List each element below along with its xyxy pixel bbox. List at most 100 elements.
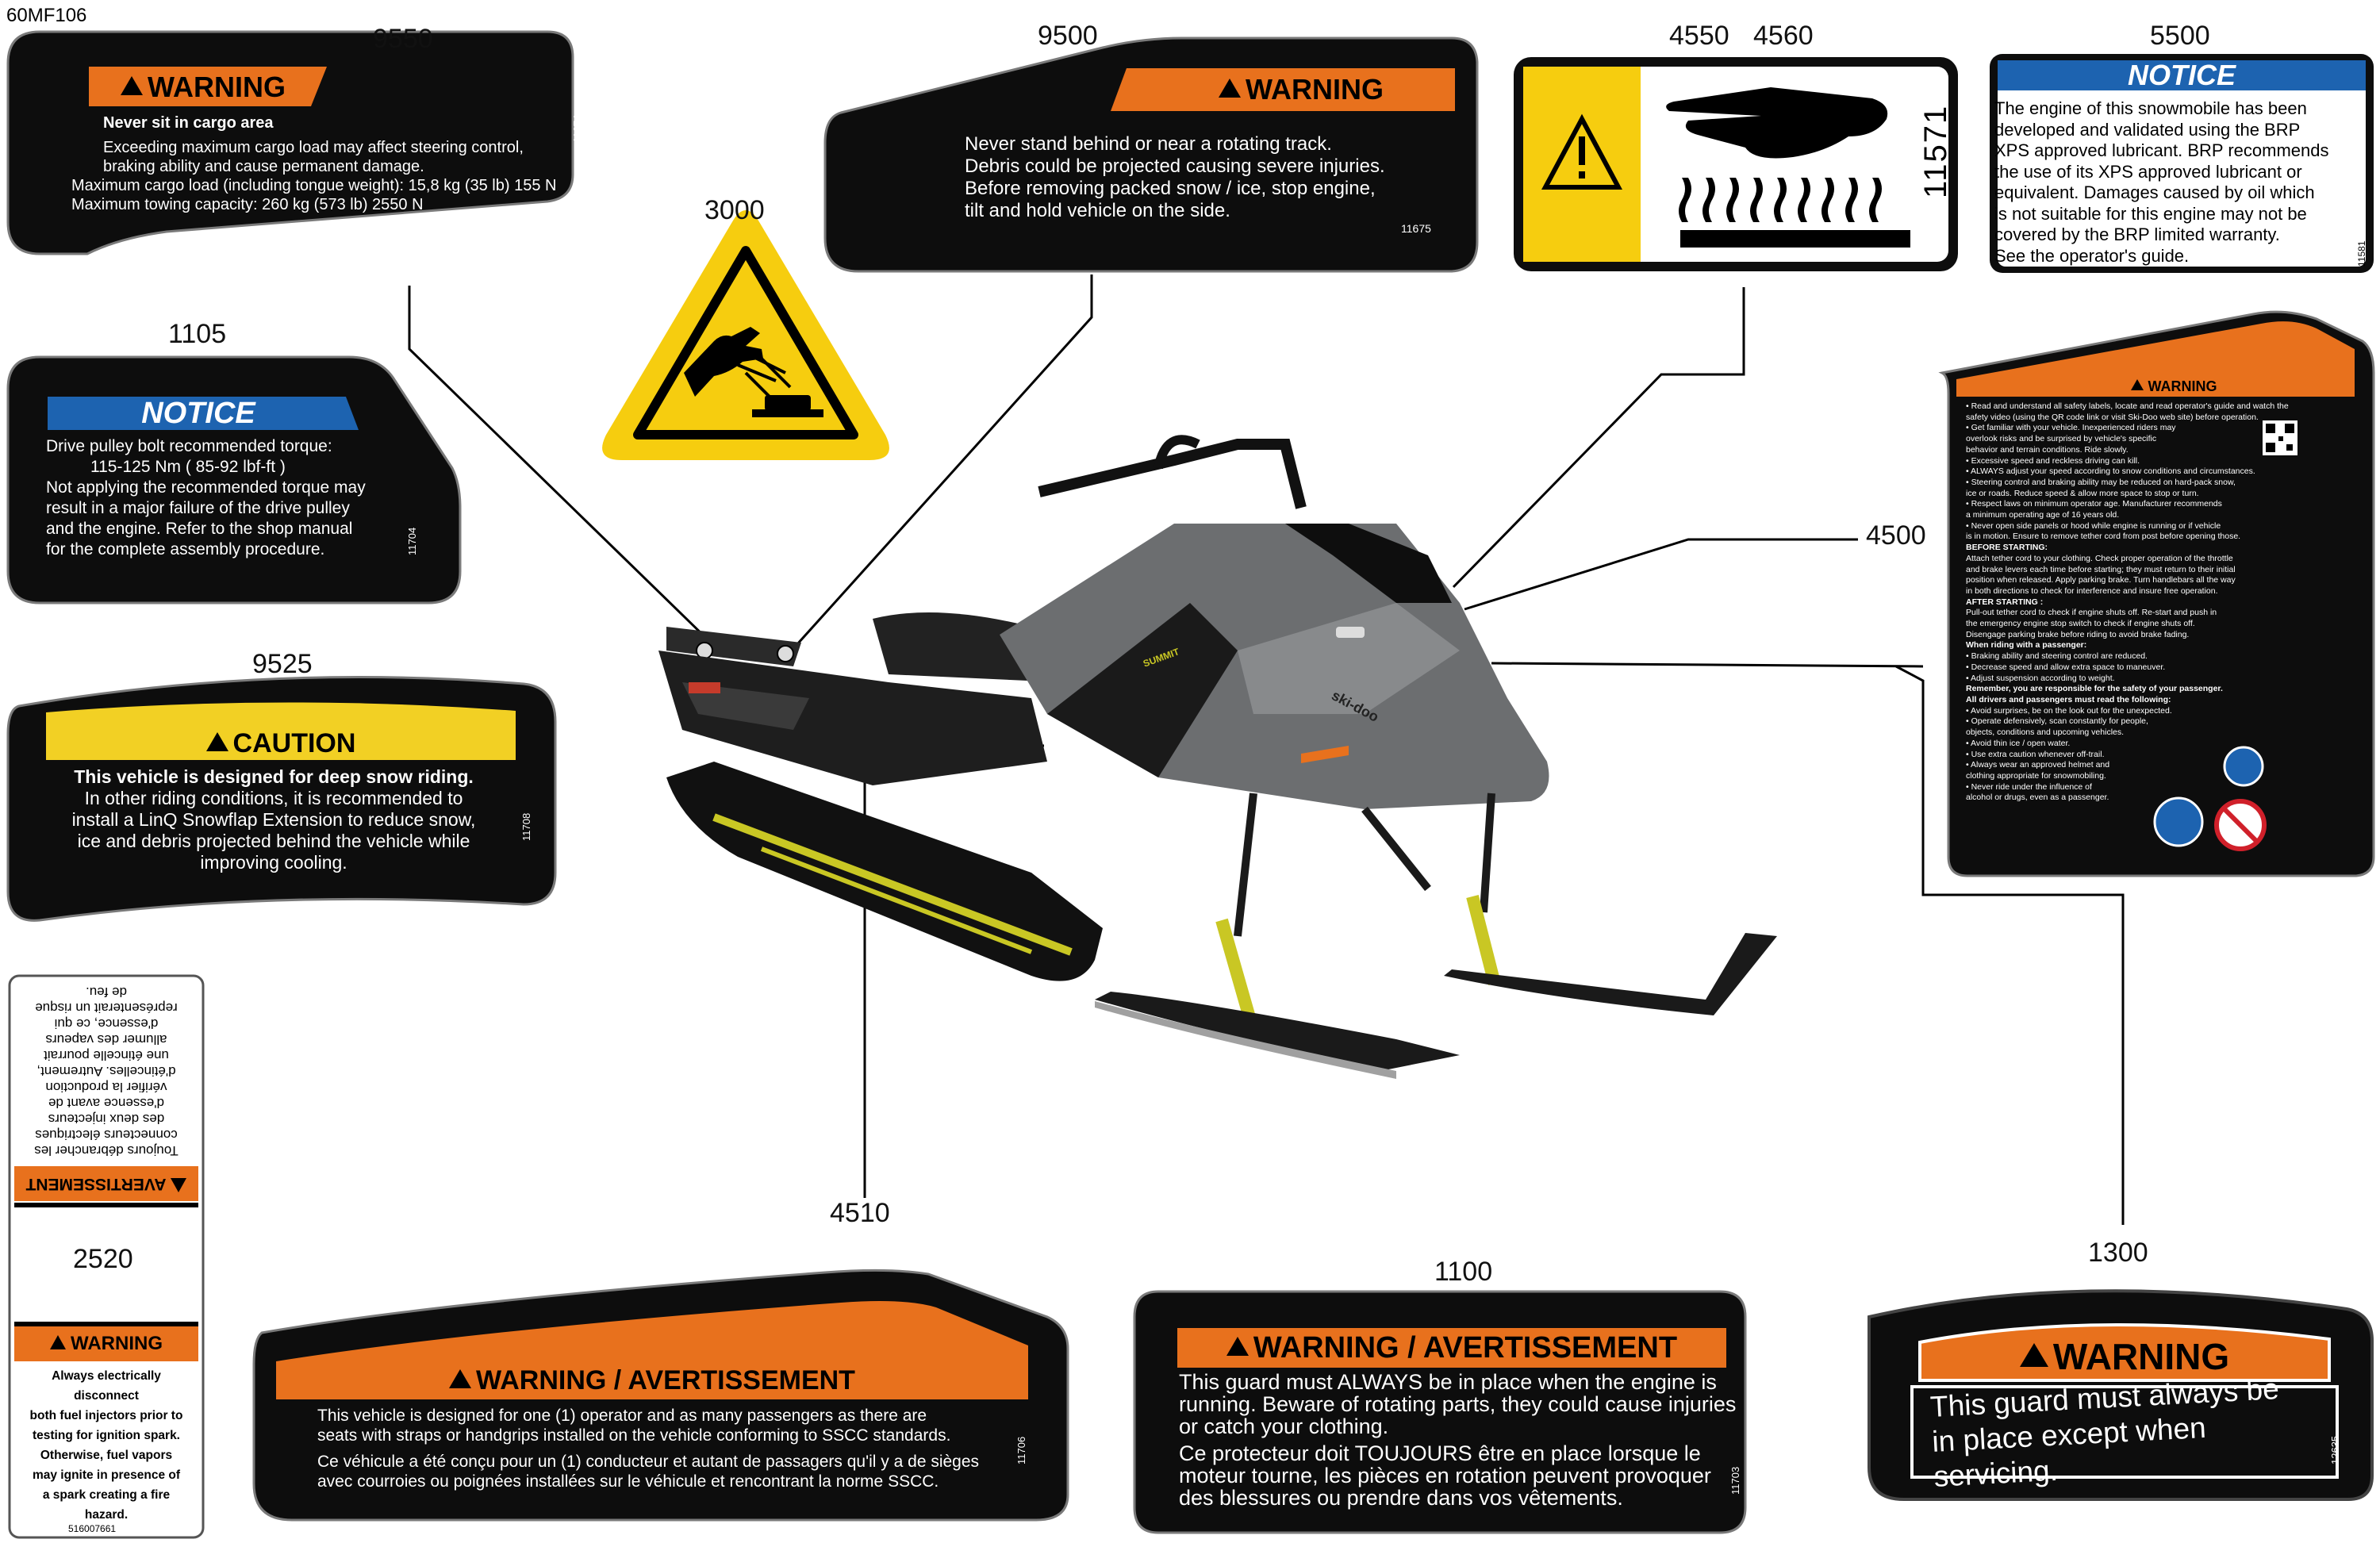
decal-5500-line: See the operator's guide. xyxy=(1994,245,2190,266)
wear-gear-icon xyxy=(2153,796,2204,847)
decal-1105-line: Not applying the recommended torque may xyxy=(46,478,366,497)
decal-4500-line: • Operate defensively, scan constantly f… xyxy=(1966,716,2148,727)
decal-4500-line: • Avoid thin ice / open water. xyxy=(1966,738,2071,748)
decal-9550-header: WARNING xyxy=(92,70,314,105)
decal-5500-line: developed and validated using the BRP xyxy=(1994,119,2301,140)
decal-4500-line: • Excessive speed and reckless driving c… xyxy=(1966,455,2140,466)
decal-1100-header: WARNING / AVERTISSEMENT xyxy=(1177,1328,1726,1368)
callout-4550: 4550 xyxy=(1669,21,1729,51)
decal-2520-fr-line: une étincelle pourrait xyxy=(44,1048,169,1063)
decal-9550-title: Never sit in cargo area xyxy=(103,114,274,132)
decal-4500-line: Attach tether cord to your clothing. Che… xyxy=(1966,553,2233,563)
decal-2520-fr-header: AVERTISSEMENT xyxy=(14,1166,198,1201)
decal-2520-line: a spark creating a fire xyxy=(42,1488,171,1502)
decal-9500-line: Before removing packed snow / ice, stop … xyxy=(965,178,1376,199)
decal-2520-header-bar xyxy=(14,1326,198,1361)
callout-2520: 2520 xyxy=(73,1244,133,1274)
decal-1100-header-label: WARNING / AVERTISSEMENT xyxy=(1253,1330,1678,1365)
decal-2520-line: hazard. xyxy=(84,1508,129,1522)
decal-1100-line: moteur tourne, les pièces en rotation pe… xyxy=(1179,1464,1711,1487)
decal-9550-line: Maximum towing capacity: 260 kg (573 lb)… xyxy=(71,196,424,213)
decal-4510-line: This vehicle is designed for one (1) ope… xyxy=(317,1407,927,1425)
decal-1105-header: NOTICE xyxy=(141,396,255,430)
decal-9500-header: WARNING xyxy=(1150,71,1452,108)
decal-4500-line: Remember, you are responsible for the sa… xyxy=(1966,684,2223,694)
snowmobile-illustration xyxy=(658,435,1777,1079)
decal-4500-body-text: • Read and understand all safety labels,… xyxy=(1966,401,2289,804)
decal-5500-line: the use of its XPS approved lubricant or xyxy=(1994,161,2302,182)
decal-9525-title: This vehicle is designed for deep snow r… xyxy=(74,766,474,787)
decal-1100-body-text: This guard must ALWAYS be in place when … xyxy=(1179,1371,1736,1509)
decal-9525-line: ice and debris projected behind the vehi… xyxy=(77,831,470,851)
decal-4510-header-label: WARNING / AVERTISSEMENT xyxy=(476,1365,855,1395)
decal-2520-fr-line: d'étincelles. Autrement, xyxy=(36,1064,176,1079)
warning-triangle-icon xyxy=(121,76,143,95)
decal-4500-line: • Respect laws on minimum operator age. … xyxy=(1966,499,2222,509)
decal-9550-header-label: WARNING xyxy=(148,71,286,103)
decal-9500-body-text: Never stand behind or near a rotating tr… xyxy=(965,133,1385,222)
decal-9500-line: Debris could be projected causing severe… xyxy=(965,155,1385,177)
decal-9500-line: tilt and hold vehicle on the side. xyxy=(965,200,1230,221)
decal-9525-line: install a LinQ Snowflap Extension to red… xyxy=(71,809,476,830)
decal-1105-header-bar xyxy=(48,397,359,430)
decal-9500-code: 11675 xyxy=(1401,222,1431,235)
decal-4500-header-bar xyxy=(1956,321,2355,397)
decal-9550-header-bar xyxy=(89,67,327,106)
decal-2520-fr-header-bar xyxy=(14,1166,198,1201)
decal-2520-code: 516007661 xyxy=(68,1523,117,1534)
decal-4500-header: WARNING xyxy=(2079,374,2269,398)
decal-9525-header: CAUTION xyxy=(46,727,516,760)
decal-5500-header: NOTICE xyxy=(2127,59,2236,91)
document-id: 60MF106 xyxy=(6,5,87,26)
decal-1300-header-label: WARNING xyxy=(2052,1336,2230,1377)
decal-2520-fr-header-label: AVERTISSEMENT xyxy=(25,1175,167,1193)
decal-5500-line: covered by the BRP limited warranty. xyxy=(1994,225,2280,244)
warning-triangle-icon xyxy=(1226,1337,1249,1356)
decal-1105-line: for the complete assembly procedure. xyxy=(46,540,325,558)
warning-triangle-icon xyxy=(2130,379,2144,390)
decal-4500-line: is in motion. Ensure to remove tether co… xyxy=(1966,532,2241,542)
decal-4500-line: • Use extra caution whenever off-trail. xyxy=(1966,749,2105,759)
decal-2520-fr-line: connecteurs électriques xyxy=(35,1127,178,1142)
decal-5500-header-bar xyxy=(1998,60,2366,90)
decal-1300-header: WARNING xyxy=(1920,1333,2329,1380)
hand-injury-pictogram xyxy=(684,327,763,397)
decal-1100-line: running. Beware of rotating parts, they … xyxy=(1179,1392,1737,1416)
decal-1300-code: 12635 xyxy=(2329,1435,2341,1464)
decal-1105-line: result in a major failure of the drive p… xyxy=(46,499,350,517)
warning-triangle-icon xyxy=(449,1369,472,1388)
decal-4500-line: • Steering control and braking ability m… xyxy=(1966,477,2236,487)
decal-4510-body-text: This vehicle is designed for one (1) ope… xyxy=(317,1406,979,1491)
decal-4500-line: • Never open side panels or hood while e… xyxy=(1966,520,2221,531)
decal-1100-header-bar xyxy=(1177,1328,1726,1368)
decal-5500-line: XPS approved lubricant. BRP recommends xyxy=(1994,140,2329,160)
decal-1100-line: or catch your clothing. xyxy=(1179,1414,1389,1438)
decal-5500-line: The engine of this snowmobile has been xyxy=(1994,98,2307,118)
decal-9525-code: 11708 xyxy=(520,812,532,841)
decal-2520-line: both fuel injectors prior to xyxy=(29,1409,183,1422)
callout-5500: 5500 xyxy=(2150,21,2210,51)
decal-4510-code: 11706 xyxy=(1015,1436,1027,1464)
decal-1100-code: 11703 xyxy=(1729,1466,1741,1495)
decal-4500-line: All drivers and passengers must read the… xyxy=(1966,694,2171,704)
decal-2520-line: testing for ignition spark. xyxy=(32,1429,180,1442)
decal-9500-header-bar xyxy=(1111,68,1455,111)
decal-4500-line: When riding with a passenger: xyxy=(1966,640,2087,651)
decal-4500-line: the emergency engine stop switch to chec… xyxy=(1966,619,2195,629)
decal-1105-line: Drive pulley bolt recommended torque: xyxy=(46,437,332,455)
decal-2520-fr-line: allumer des vapeurs xyxy=(45,1032,167,1047)
decal-2520-fr-line: Toujours débrancher les xyxy=(34,1143,178,1158)
callout-4500: 4500 xyxy=(1866,520,1926,551)
decal-9525-header-label: CAUTION xyxy=(232,727,356,758)
callout-1100: 1100 xyxy=(1434,1257,1493,1287)
warning-triangle-icon xyxy=(171,1178,187,1192)
decal-1105-body-text: Drive pulley bolt recommended torque: 11… xyxy=(46,436,366,560)
decal-5500-code: 11581 xyxy=(2356,240,2367,267)
decal-4500-line: • Read and understand all safety labels,… xyxy=(1966,401,2289,411)
decal-4500-line: Disengage parking brake before riding to… xyxy=(1966,629,2190,639)
decal-1100-line: des blessures ou prendre dans vos vêteme… xyxy=(1179,1486,1623,1510)
decal-4500-line: objects, conditions and upcoming vehicle… xyxy=(1966,727,2125,738)
decal-4500-line: clothing appropriate for snowmobiling. xyxy=(1966,770,2106,781)
decal-4500-line: • ALWAYS adjust your speed according to … xyxy=(1966,466,2255,477)
